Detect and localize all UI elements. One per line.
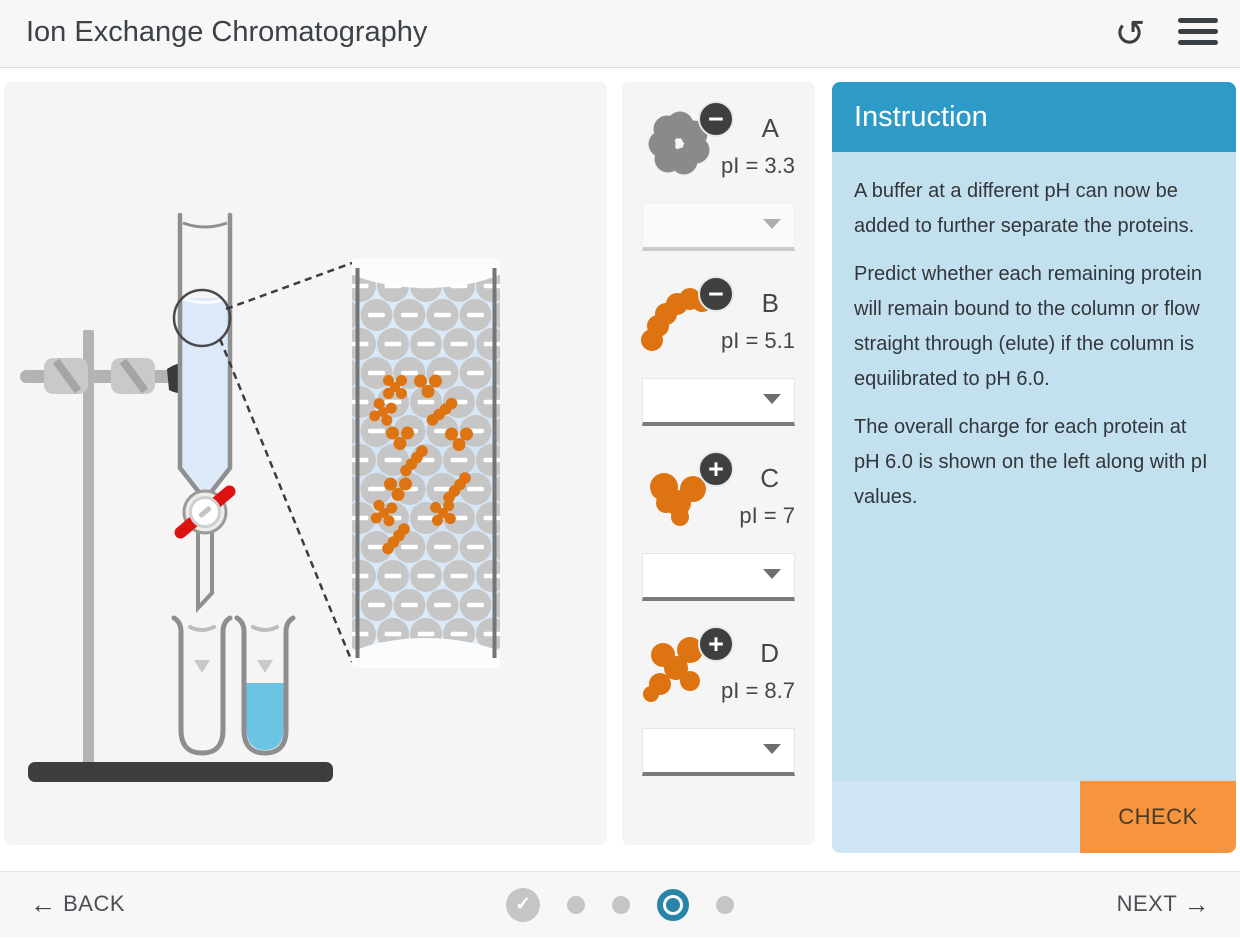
protein-c-dropdown[interactable] <box>642 553 795 601</box>
protein-card-b: − B pI = 5.1 <box>622 266 815 441</box>
protein-c-blob <box>650 473 706 526</box>
reset-icon: ↺ <box>1114 13 1146 54</box>
back-label: BACK <box>63 891 126 916</box>
protein-label: D <box>760 638 779 668</box>
collected-fraction-liquid <box>246 683 284 750</box>
step-dot-2-todo[interactable] <box>567 895 585 914</box>
protein-label: A <box>761 113 779 143</box>
chevron-down-icon <box>763 219 781 229</box>
protein-pi-value: pI = 5.1 <box>720 328 795 353</box>
magnifier-circle <box>172 288 232 348</box>
protein-card-c: + C pI = 7 <box>622 441 815 616</box>
check-icon: ✓ <box>515 894 531 915</box>
app-header: Ion Exchange Chromatography ↺ <box>0 0 1240 68</box>
step-dot-4-active[interactable] <box>657 888 689 921</box>
check-button[interactable]: CHECK <box>1080 781 1236 853</box>
charge-badge-positive: + <box>698 626 734 662</box>
column-inset-view <box>352 258 500 668</box>
protein-d-dropdown[interactable] <box>642 728 795 776</box>
instruction-paragraph: A buffer at a different pH can now be ad… <box>854 180 1195 237</box>
bottom-navigation-bar: ← BACK ✓ NEXT → <box>0 871 1240 937</box>
protein-b-dropdown[interactable] <box>642 378 795 426</box>
menu-button[interactable] <box>1176 16 1220 52</box>
chromatography-apparatus-illustration <box>20 212 500 782</box>
protein-a-blob <box>648 111 710 175</box>
step-dot-1-done[interactable]: ✓ <box>506 887 540 922</box>
charge-badge-negative: − <box>698 276 734 312</box>
progress-dots: ✓ <box>506 872 734 937</box>
arrow-left-icon: ← <box>30 889 57 919</box>
apparatus-panel <box>4 82 607 845</box>
instruction-footer: CHECK <box>832 781 1236 853</box>
stopcock-valve[interactable] <box>172 483 238 541</box>
arrow-right-icon: → <box>1183 889 1210 919</box>
charge-badge-negative: − <box>698 101 734 137</box>
page-title: Ion Exchange Chromatography <box>26 16 428 48</box>
protein-a-dropdown <box>642 203 795 251</box>
step-dot-5-todo[interactable] <box>716 895 734 914</box>
chevron-down-icon <box>763 569 781 579</box>
chevron-down-icon <box>763 744 781 754</box>
protein-pi-value: pI = 8.7 <box>720 678 795 703</box>
protein-pi-value: pI = 7 <box>739 503 795 528</box>
next-label: NEXT <box>1116 891 1177 916</box>
back-button[interactable]: ← BACK <box>24 872 131 937</box>
protein-card-a: − A pI = 3.3 <box>622 91 815 266</box>
protein-label: C <box>760 463 779 493</box>
reset-button[interactable]: ↺ <box>1106 10 1154 58</box>
protein-label: B <box>761 288 779 318</box>
next-button[interactable]: NEXT → <box>1111 872 1216 937</box>
protein-card-d: + D pI = 8.7 <box>622 616 815 791</box>
chevron-down-icon <box>763 394 781 404</box>
instruction-paragraph: Predict whether each remaining protein w… <box>854 263 1202 390</box>
protein-d-blob <box>643 637 703 702</box>
instruction-header: Instruction <box>832 82 1236 152</box>
protein-a-icon: − <box>636 101 746 185</box>
protein-pi-value: pI = 3.3 <box>720 153 795 178</box>
charge-badge-positive: + <box>698 451 734 487</box>
instruction-paragraph: The overall charge for each protein at p… <box>854 416 1208 508</box>
instruction-body: A buffer at a different pH can now be ad… <box>832 152 1236 781</box>
test-tubes <box>171 615 296 756</box>
column-buffer-liquid <box>182 298 228 528</box>
hamburger-icon <box>1176 17 1220 45</box>
instruction-panel: Instruction A buffer at a different pH c… <box>832 82 1236 853</box>
protein-d-icon: + <box>636 626 746 710</box>
protein-c-icon: + <box>636 451 746 535</box>
step-dot-3-todo[interactable] <box>612 895 630 914</box>
protein-list-panel: − A pI = 3.3 − B pI = 5.1 <box>622 82 815 845</box>
active-step-dot <box>666 897 680 912</box>
protein-b-icon: − <box>636 276 746 360</box>
